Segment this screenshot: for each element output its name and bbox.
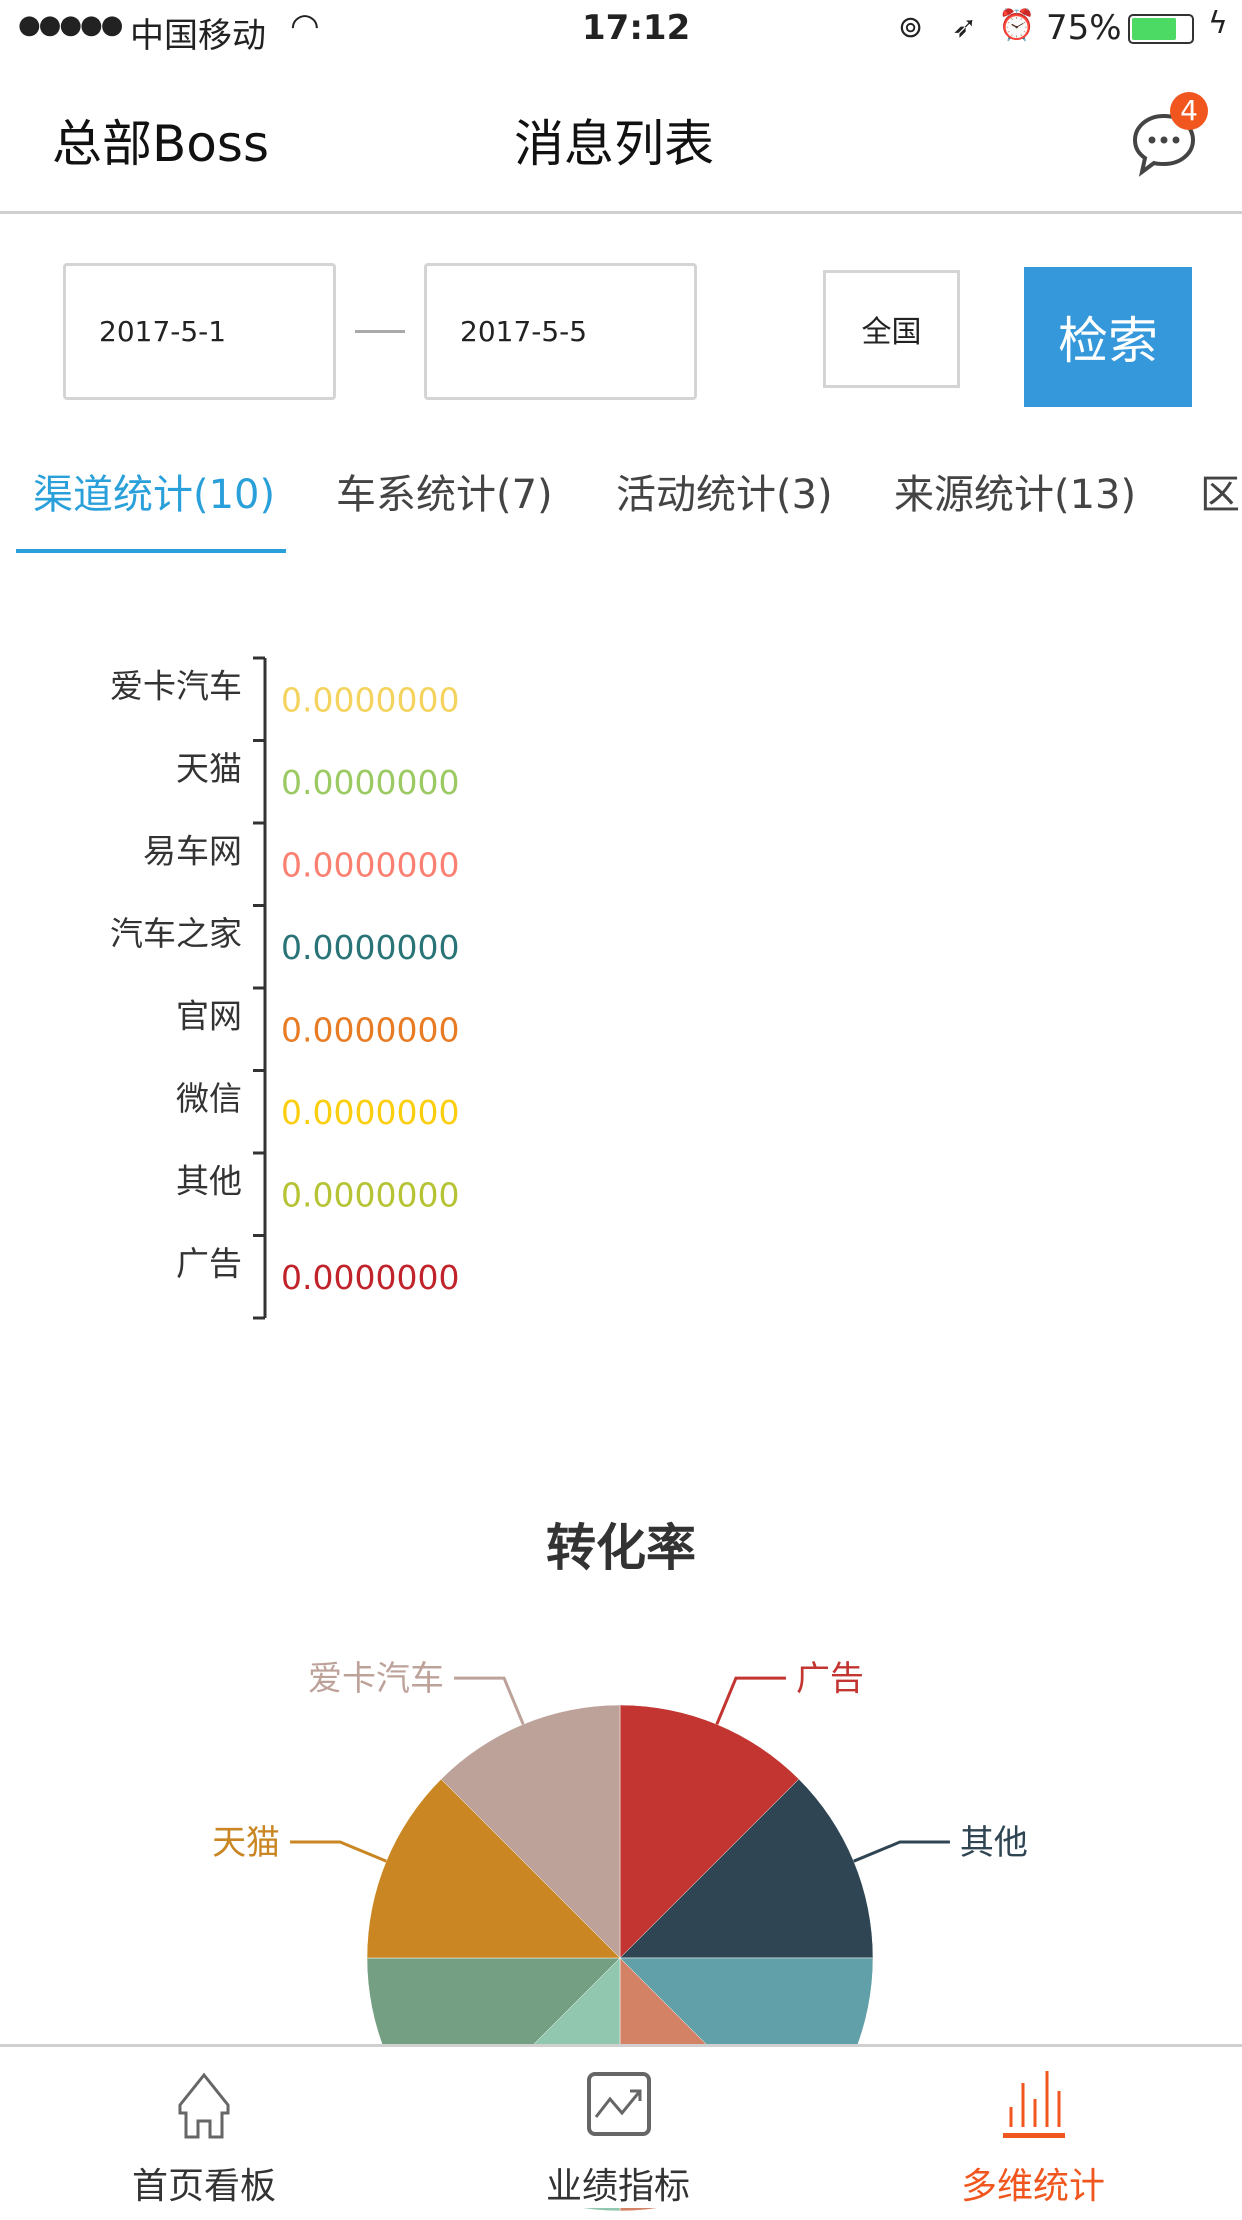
pie-label-line [454,1676,525,1725]
tab-region-stats[interactable]: 区 [1200,472,1240,518]
pie-slice [619,1778,874,1959]
active-tab-indicator [16,549,286,553]
category-label: 官网 [176,996,242,1035]
nav-performance-label: 业绩指标 [545,2166,690,2207]
category-label: 微信 [176,1079,242,1118]
status-bar: ●●●●● 中国移动 ◠ 17:12 ⊚ ➶ ⏰ 75% ϟ [0,0,1242,60]
channel-bar-chart: 爱卡汽车 0.0000000 天猫 0.0000000 易车网 0.0000000 汽车之家… [110,656,459,1320]
wifi-icon: ◠ [290,6,320,46]
chat-bubble-icon [1132,113,1196,177]
location-icon: ➶ [952,10,978,45]
battery-percent: 75% [1046,8,1122,48]
battery-icon [1128,14,1194,44]
nav-home[interactable]: 首页看板 [54,2047,354,2211]
pie-label: 广告 [796,1659,864,1699]
category-label: 爱卡汽车 [110,666,242,705]
nav-performance[interactable]: 业绩指标 [468,2047,768,2211]
category-label: 汽车之家 [110,914,242,953]
pie-label-line [290,1840,387,1863]
tab-channel-stats[interactable]: 渠道统计(10) [33,472,276,518]
category-label: 广告 [176,1244,242,1283]
rotation-lock-icon: ⊚ [898,10,924,45]
range-arrow-icon [355,330,405,333]
bar-value-label: 0.0000000 [281,1093,459,1132]
bar-value-label: 0.0000000 [281,1258,459,1297]
pie-slice [619,1704,800,1959]
carrier-label: 中国移动 [130,16,266,56]
pie-title: 转化率 [546,1519,696,1577]
nav-home-label: 首页看板 [131,2166,276,2207]
header-divider [0,211,1242,214]
pie-label: 其他 [960,1823,1028,1863]
region-select[interactable]: 全国 [823,270,960,388]
bar-stats-icon [1003,2071,1065,2138]
clock: 17:12 [582,8,691,48]
pie-label-line [853,1840,950,1863]
messages-button[interactable]: 4 [1130,92,1208,180]
notification-badge: 4 [1170,92,1208,130]
bar-value-label: 0.0000000 [281,680,459,719]
tab-source-stats[interactable]: 来源统计(13) [894,472,1137,518]
trend-chart-icon [587,2072,651,2136]
bar-value-label: 0.0000000 [281,1010,459,1049]
search-button[interactable]: 检索 [1024,267,1192,407]
bar-value-label: 0.0000000 [281,1175,459,1214]
category-label: 天猫 [176,749,242,788]
category-label: 其他 [176,1161,242,1200]
charging-icon: ϟ [1208,6,1228,41]
start-date-input[interactable]: 2017-5-1 [63,263,336,400]
tab-series-stats[interactable]: 车系统计(7) [336,472,553,518]
bar-value-label: 0.0000000 [281,845,459,884]
pie-slice [366,1778,621,1959]
pie-label: 爱卡汽车 [308,1659,444,1699]
tab-activity-stats[interactable]: 活动统计(3) [616,472,833,518]
pie-slice [440,1704,621,1959]
pie-label-line [715,1676,786,1725]
category-label: 易车网 [143,831,242,870]
bottom-nav: 首页看板 业绩指标 多维统计 [0,2044,1242,2208]
alarm-icon: ⏰ [998,8,1036,43]
nav-multi-stats-label: 多维统计 [960,2166,1105,2207]
bar-value-label: 0.0000000 [281,928,459,967]
org-title: 总部Boss [52,115,269,173]
end-date-input[interactable]: 2017-5-5 [424,263,697,400]
bar-value-label: 0.0000000 [281,763,459,802]
page-title: 消息列表 [514,115,714,173]
home-icon [178,2072,230,2139]
nav-multi-stats[interactable]: 多维统计 [883,2047,1183,2211]
signal-icon: ●●●●● [18,10,123,40]
pie-label: 天猫 [212,1823,280,1863]
